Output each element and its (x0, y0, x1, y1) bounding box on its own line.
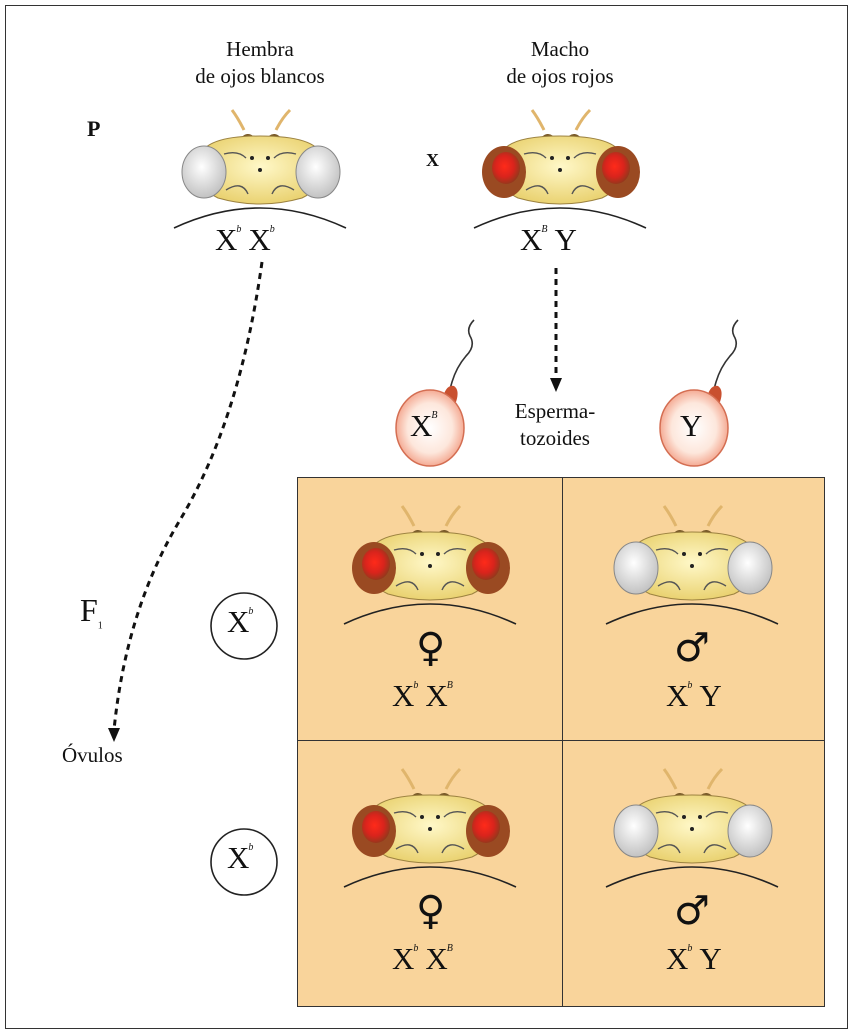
sperm-x-cell (395, 319, 475, 467)
female-parent-label: Hembra de ojos blancos (160, 36, 360, 90)
sperm-label: Esperma- tozoides (490, 398, 620, 452)
offspring-1-red-eyed-head (342, 504, 518, 626)
egg-2-genotype: Xb (227, 840, 255, 875)
egg-2-cell (210, 828, 278, 896)
female-label-line2: de ojos blancos (195, 64, 325, 88)
offspring-4-male-symbol: ♂ (674, 888, 710, 934)
sperm-label-line1: Esperma- (514, 399, 596, 423)
eggs-label: Óvulos (62, 743, 123, 767)
egg-1-cell (210, 592, 278, 660)
offspring-2-male-symbol: ♂ (674, 625, 710, 671)
offspring-1-female-symbol: ♀ (416, 625, 446, 671)
f1-label: F1 (80, 592, 103, 632)
sperm-y-genotype: Y (680, 408, 704, 443)
offspring-2-white-eyed-head (604, 504, 780, 626)
male-label-line1: Macho (530, 37, 590, 61)
offspring-4-white-eyed-head (604, 767, 780, 889)
sperm-x-genotype: XB (410, 408, 439, 443)
sperm-y-cell (659, 319, 739, 467)
figure-frame (5, 5, 848, 1029)
egg-1-genotype: Xb (227, 604, 255, 639)
generation-p-label: P (87, 116, 101, 141)
punnett-vertical-divider (562, 478, 563, 1006)
sperm-label-line2: tozoides (520, 426, 590, 450)
egg-dashed-arrow (112, 261, 264, 731)
male-parent-label: Macho de ojos rojos (460, 36, 660, 90)
female-label-line1: Hembra (226, 37, 294, 61)
sperm-arrowhead (550, 378, 562, 392)
egg-arrowhead (108, 728, 120, 742)
punnett-horizontal-divider (298, 740, 824, 741)
offspring-3-red-eyed-head (342, 767, 518, 889)
male-label-line2: de ojos rojos (506, 64, 614, 88)
offspring-3-female-symbol: ♀ (416, 888, 446, 934)
cross-symbol: X (426, 150, 439, 170)
